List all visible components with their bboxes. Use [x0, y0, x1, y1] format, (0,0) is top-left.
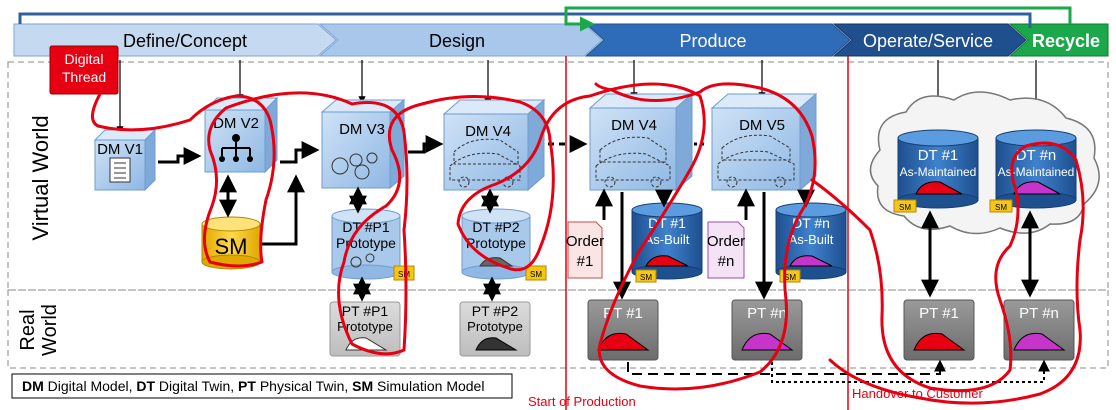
pt-1-operate-label: PT #1 [919, 305, 959, 322]
pt-1-box [587, 299, 659, 361]
pt-1-operate-box [903, 299, 975, 361]
pt-n-operate-box [1003, 299, 1075, 361]
produce-links [595, 188, 815, 300]
order-1-label-a: Order [566, 233, 604, 250]
dm-v2-label: DM V2 [213, 115, 259, 132]
dm-v4-cube-design [442, 98, 546, 192]
sm-links [219, 174, 305, 246]
pt-p1-label: PT #P1 [342, 303, 389, 319]
dm-v1-label: DM V1 [97, 141, 143, 158]
legend-dm: DM [22, 378, 44, 394]
dt-1-label: DT #1 [648, 215, 686, 231]
legend-text: DM Digital Model, DT Digital Twin, PT Ph… [22, 378, 484, 394]
dt-1-as-built: As-Built [645, 232, 690, 247]
dt-p2-label: DT #P2 [472, 219, 519, 235]
digital-thread-box [49, 45, 119, 95]
dm-v3-label: DM V3 [339, 121, 385, 138]
dt-p1-prototype: Prototype [336, 235, 396, 251]
dt-n-sm: SM [784, 273, 796, 282]
handover-arrows [627, 359, 1050, 383]
dt-n-maintained-sm: SM [995, 203, 1007, 212]
virtual-world-label: Virtual World [28, 115, 53, 240]
dm-v4-design-label: DM V4 [465, 123, 511, 140]
legend-box [11, 373, 513, 399]
dm-v5-label: DM V5 [739, 117, 785, 134]
dt-p2-prototype: Prototype [466, 235, 526, 251]
order-n-label-b: #n [718, 253, 735, 270]
service-links [921, 210, 1039, 298]
dt-n-maintained-cylinder [989, 129, 1077, 213]
dm-v4-cube-produce [588, 92, 694, 192]
dt-n-label: DT #n [792, 215, 830, 231]
pt-p2-label: PT #P2 [472, 303, 519, 319]
digital-thread-line2: Thread [62, 69, 106, 85]
dt-1-maintained-label: DT #1 [918, 147, 959, 164]
order-n-doc [707, 221, 745, 279]
legend-pt: PT [238, 378, 256, 394]
digital-thread-path [91, 82, 1085, 405]
prototype-links [349, 186, 501, 302]
dt-1-sm: SM [640, 273, 652, 282]
pt-n-operate-label: PT #n [1019, 305, 1059, 322]
real-label-2: World [39, 304, 61, 356]
legend-dm-text: Digital Model, [44, 378, 137, 394]
dt-n-as-maintained: As-Maintained [998, 165, 1075, 179]
dt-p1-label: DT #P1 [342, 219, 389, 235]
dm-v4-produce-label: DM V4 [611, 117, 657, 134]
phase-produce-label: Produce [679, 31, 746, 51]
start-of-production-label: Start of Production [528, 394, 636, 409]
dt-p1-sm: SM [398, 270, 410, 279]
real-label-1: Real [17, 309, 39, 350]
dt-1-maintained-cylinder [893, 129, 979, 213]
pt-n-label: PT #n [747, 305, 787, 322]
dm-flow-arrows [158, 135, 708, 165]
legend-pt-text: Physical Twin, [256, 378, 352, 394]
dt-n-maintained-label: DT #n [1016, 147, 1057, 164]
digital-thread-line1: Digital [65, 51, 104, 67]
dt-1-as-built-cylinder [631, 202, 703, 283]
phase-produce [584, 23, 851, 57]
order-1-label-b: #1 [577, 253, 594, 270]
legend-dt-text: Digital Twin, [155, 378, 238, 394]
recycle-loop [564, 6, 1072, 32]
phase-operate [832, 23, 1027, 57]
dm-v5-cube [710, 92, 818, 192]
virtual-world-region [7, 61, 1109, 291]
phase-recycle [1008, 23, 1109, 57]
pt-p2-box [459, 301, 531, 357]
phase-recycle-label: Recycle [1032, 31, 1100, 51]
order-n-label-a: Order [707, 233, 745, 250]
dt-1-maintained-sm: SM [899, 203, 911, 212]
lifecycle-outline [18, 12, 1032, 28]
legend-sm-text: Simulation Model [373, 378, 484, 394]
legend-dt: DT [136, 378, 155, 394]
order-1-doc [567, 221, 603, 279]
sm-label: SM [215, 234, 248, 259]
dt-1-as-maintained: As-Maintained [900, 165, 977, 179]
phase-define-label: Define/Concept [123, 31, 247, 51]
phase-design-label: Design [429, 31, 485, 51]
pt-p2-prototype: Prototype [467, 319, 523, 334]
phase-operate-label: Operate/Service [863, 31, 993, 51]
dm-v1-cube [93, 128, 157, 192]
dt-n-as-built: As-Built [789, 232, 834, 247]
dt-p2-sm: SM [530, 270, 542, 279]
legend-sm: SM [352, 378, 373, 394]
pt-p1-prototype: Prototype [337, 319, 393, 334]
handover-label: Handover to Customer [852, 386, 983, 401]
